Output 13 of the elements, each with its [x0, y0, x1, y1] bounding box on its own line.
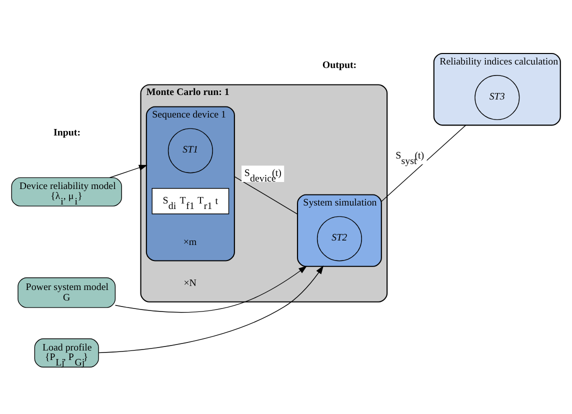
label: Input: [53, 127, 81, 138]
arrow [109, 164, 148, 178]
label: Output: [322, 60, 357, 71]
connector [381, 124, 466, 202]
arrow [98, 265, 324, 353]
arrow [114, 265, 308, 312]
node-label: ×N [184, 278, 196, 289]
node-label: ×m [183, 236, 197, 248]
node-box: Power system model G [18, 276, 116, 308]
node-circle: ST2 [316, 216, 362, 261]
node-circle: ST1 [168, 128, 213, 173]
connector [234, 176, 298, 214]
node-circle: ST3 [474, 74, 520, 120]
